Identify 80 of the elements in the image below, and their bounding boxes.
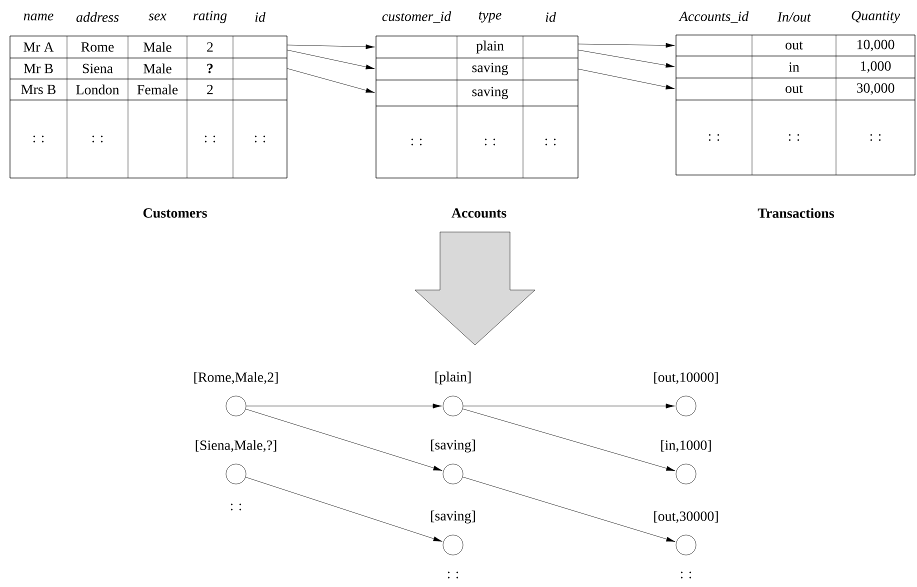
arrow [287,68,375,93]
cell-text: Siena [82,64,113,74]
cell-text: plain [476,40,504,54]
column-header: Quantity [852,10,900,24]
cell-text: ? [207,64,213,74]
table-row [10,58,288,80]
arrow [578,50,675,68]
table-caption: Accounts [452,208,506,218]
table-row [10,78,288,100]
arrow [246,408,442,471]
column-header: address [76,12,119,22]
table-row [376,36,578,58]
arrow [246,476,442,542]
node-label: [Siena,Male,?] [196,440,276,452]
cell-text: : : [708,134,720,141]
column-header: customer_id [382,11,452,23]
table-caption: Customers [143,208,207,218]
table-row [376,58,578,80]
node-label: [plain] [435,372,471,384]
arrow [578,68,675,90]
node-label: [out,30000] [654,511,718,523]
cell-text: : : [484,138,496,146]
cell-text: Mr B [24,64,53,74]
column-header: In/out [777,12,812,22]
cell-text: saving [472,62,508,76]
cell-text: : : [254,136,266,142]
node-label: [in,1000] [661,440,711,452]
cell-text: out [786,85,803,94]
table-row [10,100,288,178]
cell-text: 10,000 [857,40,894,52]
cell-text: in [788,62,800,72]
cell-text: : : [33,136,44,142]
table-row [676,56,916,78]
cell-text: 2 [207,42,213,52]
cell-text: : : [788,134,800,141]
cell-text: : : [204,136,216,142]
table-row [376,106,578,178]
table-row [676,34,916,56]
column-header: Accounts_id [678,11,749,23]
cell-text: Male [144,42,172,52]
column-header: type [478,12,502,22]
column-header: rating [193,10,227,24]
arrow [463,404,675,408]
cell-text: 1,000 [860,61,891,73]
cell-text: Mrs B [21,84,56,94]
arrow [578,42,675,48]
cell-text: : : [870,134,881,141]
table-row [376,80,578,106]
cell-text: : : [411,138,422,146]
arrow [246,404,442,408]
column-header: id [255,12,266,22]
cell-text: 2 [207,84,213,94]
cell-text: : : [92,136,103,142]
cell-text: out [786,41,803,50]
column-header: name [24,14,54,20]
ellipsis-dots: : : [230,504,242,510]
node-label: [Rome,Male,2] [194,372,278,384]
ellipsis-dots: : : [680,572,692,578]
arrow [287,50,375,70]
table-row [10,36,288,58]
table-row [676,78,916,100]
cell-text: Mr A [24,42,54,52]
node-label: [saving] [431,440,475,452]
arrow [462,408,676,471]
node-label: [out,10000] [654,372,718,384]
column-header: id [546,12,556,22]
cell-text: 30,000 [856,83,894,95]
column-header: sex [148,14,166,20]
cell-text: Female [137,84,178,94]
cell-text: Rome [81,42,114,52]
arrow [287,44,375,50]
cell-text: saving [472,86,508,100]
ellipsis-dots: : : [448,572,458,578]
arrow [462,476,676,542]
cell-text: : : [545,138,556,146]
cell-text: London [76,84,120,94]
node-label: [saving] [431,510,475,524]
table-row [676,100,916,176]
cell-text: Male [144,64,172,74]
table-caption: Transactions [758,208,834,218]
